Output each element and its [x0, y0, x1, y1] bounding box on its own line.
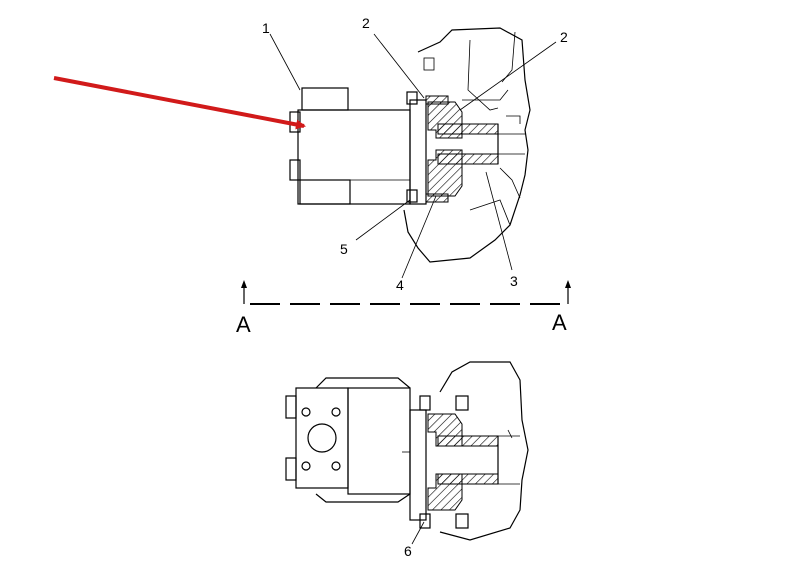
housing-outline-lower: [439, 361, 529, 541]
leader-lines: [269, 33, 557, 279]
end-plate: [285, 387, 349, 489]
top-view: [269, 27, 557, 279]
callout-3: 3: [510, 273, 518, 289]
leader-line-6: [411, 521, 425, 545]
callout-2-right: 2: [560, 29, 568, 45]
callout-5: 5: [340, 241, 348, 257]
pump-body: [289, 87, 411, 205]
red-pointer-arrow: [53, 76, 306, 130]
adapter-section: [425, 95, 499, 203]
pump-body-lower: [315, 377, 411, 503]
callout-1: 1: [262, 20, 270, 36]
section-line-a-a: [241, 280, 571, 305]
callout-6: 6: [404, 543, 412, 559]
bottom-view: [285, 361, 529, 545]
callout-2-left: 2: [362, 15, 370, 31]
section-label-right: A: [552, 310, 567, 335]
coupling-section: [409, 395, 499, 529]
section-label-left: A: [236, 312, 251, 337]
mounting-flange: [406, 91, 427, 205]
callout-4: 4: [396, 277, 404, 293]
